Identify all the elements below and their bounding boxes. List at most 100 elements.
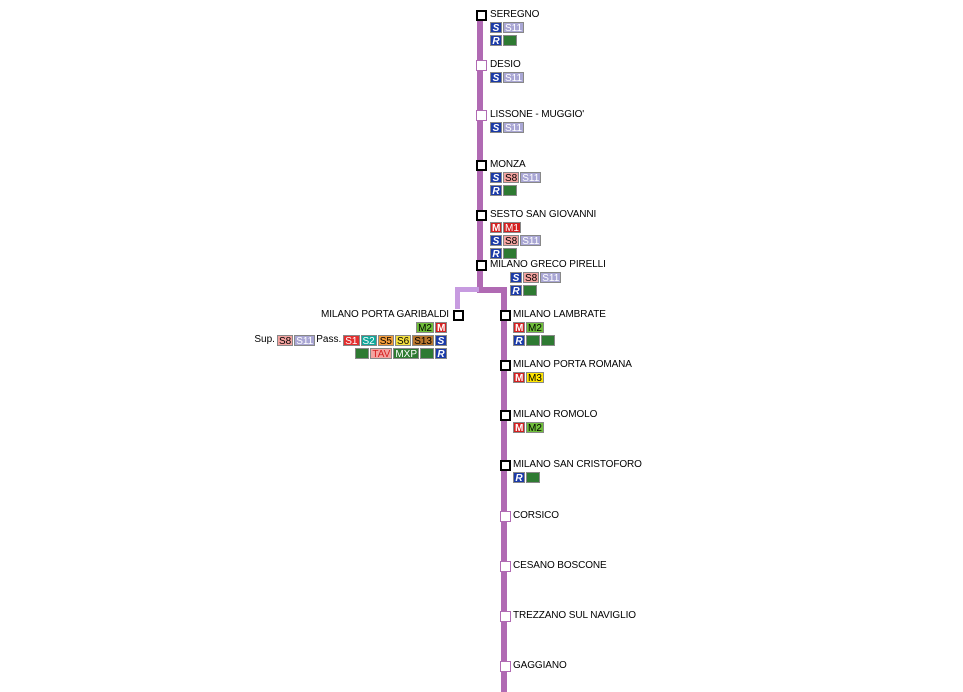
line-badge-g	[420, 347, 434, 359]
line-badge-r: R	[490, 184, 502, 197]
station-name-gaggiano[interactable]: GAGGIANO	[513, 660, 567, 671]
station-name-milano-lambrate[interactable]: MILANO LAMBRATE	[513, 309, 606, 320]
station-marker-milano-greco-pirelli[interactable]	[476, 260, 487, 271]
station-name-trezzano-sul-naviglio[interactable]: TREZZANO SUL NAVIGLIO	[513, 610, 636, 621]
station-name-cesano-boscone[interactable]: CESANO BOSCONE	[513, 560, 607, 571]
service-row: R	[490, 34, 517, 47]
line-badge-s11: S11	[503, 71, 525, 84]
line-badge-m: M	[435, 321, 447, 334]
line-badge-mxp: MXP	[393, 347, 419, 360]
line-lower-segment	[501, 288, 507, 692]
station-marker-corsico[interactable]	[500, 511, 511, 522]
station-name-sesto-san-giovanni[interactable]: SESTO SAN GIOVANNI	[490, 209, 597, 220]
service-row: R	[490, 247, 517, 260]
station-marker-milano-lambrate[interactable]	[500, 310, 511, 321]
station-marker-milano-porta-romana[interactable]	[500, 360, 511, 371]
station-name-milano-san-cristoforo[interactable]: MILANO SAN CRISTOFORO	[513, 459, 642, 470]
line-badge-r: R	[490, 247, 502, 260]
line-badge-s11: S11	[520, 171, 542, 184]
line-badge-s13: S13	[412, 334, 434, 347]
line-badge-s: S	[490, 171, 502, 184]
station-name-lissone-muggio[interactable]: LISSONE - MUGGIO'	[490, 109, 585, 120]
service-row: R	[513, 334, 555, 347]
service-row: R	[510, 284, 537, 297]
line-badge-m2: M2	[526, 321, 544, 334]
line-badge-r: R	[435, 347, 447, 360]
line-badge-g	[526, 334, 540, 346]
service-row: R	[513, 471, 540, 484]
line-badge-g	[503, 34, 517, 46]
line-badge-s6: S6	[394, 334, 412, 347]
line-badge-g	[526, 471, 540, 483]
line-badge-s8: S8	[503, 234, 520, 247]
line-upper-segment	[477, 18, 483, 288]
line-badge-m1: M1	[503, 221, 521, 234]
station-marker-desio[interactable]	[476, 60, 487, 71]
station-marker-gaggiano[interactable]	[500, 661, 511, 672]
line-badge-s5: S5	[377, 334, 394, 347]
line-badge-s2: S2	[360, 334, 377, 347]
station-name-milano-romolo[interactable]: MILANO ROMOLO	[513, 409, 598, 420]
line-junction-horizontal	[477, 287, 507, 293]
station-marker-seregno[interactable]	[476, 10, 487, 21]
line-badge-s11: S11	[540, 271, 562, 284]
station-marker-cesano-boscone[interactable]	[500, 561, 511, 572]
line-badge-s: S	[490, 234, 502, 247]
station-name-milano-greco-pirelli[interactable]: MILANO GRECO PIRELLI	[490, 259, 606, 270]
station-name-seregno[interactable]: SEREGNO	[490, 9, 540, 20]
line-badge-s: S	[510, 271, 522, 284]
line-badge-s11: S11	[520, 234, 542, 247]
line-badge-s: S	[490, 121, 502, 134]
line-badge-s11: S11	[294, 334, 316, 347]
line-badge-m2: M2	[416, 321, 434, 334]
station-marker-monza[interactable]	[476, 160, 487, 171]
line-badge-r: R	[510, 284, 522, 297]
line-badge-r: R	[490, 34, 502, 47]
station-name-monza[interactable]: MONZA	[490, 159, 526, 170]
line-badge-r: R	[513, 471, 525, 484]
station-name-corsico[interactable]: CORSICO	[513, 510, 559, 521]
line-badge-m: M	[513, 371, 525, 384]
line-badge-s8: S8	[276, 334, 294, 347]
line-badge-m: M	[513, 321, 525, 334]
line-badge-tav: TAV	[370, 347, 393, 360]
station-marker-lissone-muggio[interactable]	[476, 110, 487, 121]
service-row: R	[490, 184, 517, 197]
service-label: Sup.	[254, 334, 275, 345]
service-label: Pass.	[316, 334, 342, 345]
line-badge-s8: S8	[503, 171, 520, 184]
line-badge-s11: S11	[503, 21, 525, 34]
line-badge-g	[355, 347, 370, 359]
line-badge-g	[523, 284, 537, 296]
line-badge-m3: M3	[526, 371, 544, 384]
line-badge-g	[541, 334, 555, 346]
station-marker-trezzano-sul-naviglio[interactable]	[500, 611, 511, 622]
line-badge-m: M	[513, 421, 525, 434]
line-badge-s: S	[490, 21, 502, 34]
station-name-milano-porta-garibaldi[interactable]: MILANO PORTA GARIBALDI	[320, 309, 449, 320]
line-badge-g	[503, 184, 517, 196]
line-badge-r: R	[513, 334, 525, 347]
station-marker-milano-romolo[interactable]	[500, 410, 511, 421]
line-badge-s1: S1	[343, 334, 360, 347]
station-marker-sesto-san-giovanni[interactable]	[476, 210, 487, 221]
station-name-desio[interactable]: DESIO	[490, 59, 521, 70]
station-name-milano-porta-romana[interactable]: MILANO PORTA ROMANA	[513, 359, 632, 370]
line-badge-g	[503, 247, 517, 259]
station-marker-milano-san-cristoforo[interactable]	[500, 460, 511, 471]
line-badge-s8: S8	[523, 271, 540, 284]
station-marker-milano-porta-garibaldi[interactable]	[453, 310, 464, 321]
line-badge-s11: S11	[503, 121, 525, 134]
